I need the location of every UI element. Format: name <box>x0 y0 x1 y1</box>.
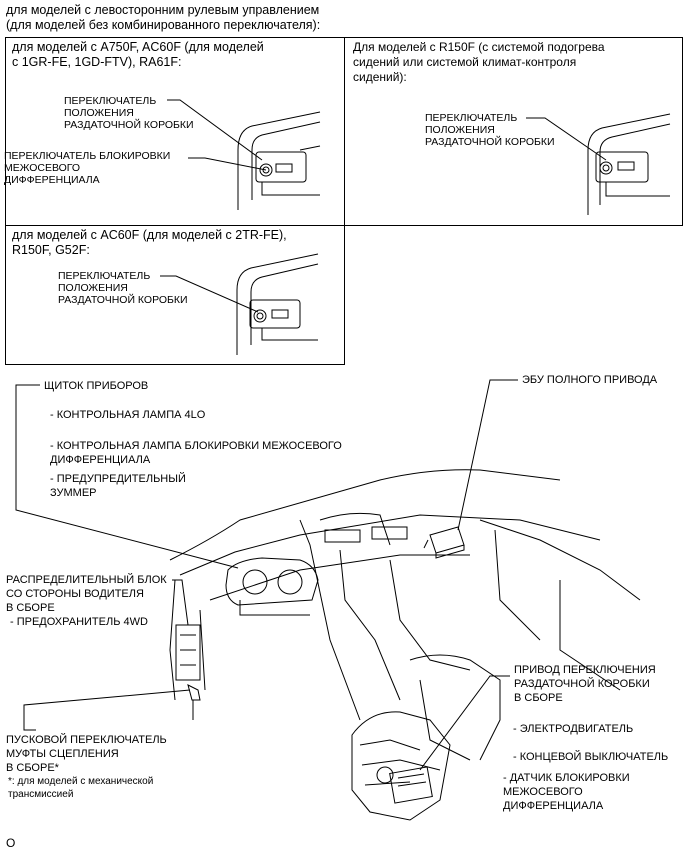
motor-label: - ЭЛЕКТРОДВИГАТЕЛЬ <box>513 723 634 735</box>
panel-b-box <box>344 37 683 226</box>
4wd-fuse-label: - ПРЕДОХРАНИТЕЛЬ 4WD <box>10 616 148 628</box>
panel-a-title: для моделей с A750F, AC60F (для моделей … <box>12 40 264 69</box>
corner-mark: O <box>6 836 16 850</box>
center-diff-lock-sensor-label: - ДАТЧИК БЛОКИРОВКИ МЕЖОСЕВОГО ДИФФЕРЕНЦ… <box>503 772 630 812</box>
clutch-start-switch-label: ПУСКОВОЙ ПЕРЕКЛЮЧАТЕЛЬ МУФТЫ СЦЕПЛЕНИЯ В… <box>6 734 167 774</box>
driver-side-junction-block-label: РАСПРЕДЕЛИТЕЛЬНЫЙ БЛОК СО СТОРОНЫ ВОДИТЕ… <box>6 574 167 614</box>
panel-a-center-diff-lock-switch-label: ПЕРЕКЛЮЧАТЕЛЬ БЛОКИРОВКИ МЕЖОСЕВОГО ДИФФ… <box>4 150 171 186</box>
panel-c-console <box>236 253 319 355</box>
header-line-2: (для моделей без комбинированного перекл… <box>6 18 321 32</box>
4wd-ecu-label: ЭБУ ПОЛНОГО ПРИВОДА <box>522 374 658 386</box>
instrument-panel-label: ЩИТОК ПРИБОРОВ <box>44 380 149 392</box>
panel-a-transfer-position-switch-label: ПЕРЕКЛЮЧАТЕЛЬ ПОЛОЖЕНИЯ РАЗДАТОЧНОЙ КОРО… <box>64 95 194 131</box>
lamp-diff-lock-label: - КОНТРОЛЬНАЯ ЛАМПА БЛОКИРОВКИ МЕЖОСЕВОГ… <box>50 440 342 466</box>
warning-buzzer-label: - ПРЕДУПРЕДИТЕЛЬНЫЙ ЗУММЕР <box>50 473 186 499</box>
lamp-4lo-label: - КОНТРОЛЬНАЯ ЛАМПА 4LO <box>50 409 206 421</box>
transfer-shift-actuator-label: ПРИВОД ПЕРЕКЛЮЧЕНИЯ РАЗДАТОЧНОЙ КОРОБКИ … <box>514 664 656 704</box>
panel-c-title: для моделей с AC60F (для моделей с 2TR-F… <box>12 228 287 257</box>
panel-b-title: Для моделей с R150F (с системой подогрев… <box>353 40 605 84</box>
panel-a-console <box>237 111 321 210</box>
leader-lines <box>15 99 607 771</box>
panel-b-console <box>587 113 671 215</box>
dashboard-drawing <box>169 469 641 821</box>
panel-c-box <box>5 225 345 365</box>
panel-b-transfer-position-switch-label: ПЕРЕКЛЮЧАТЕЛЬ ПОЛОЖЕНИЯ РАЗДАТОЧНОЙ КОРО… <box>425 112 555 148</box>
panel-c-transfer-position-switch-label: ПЕРЕКЛЮЧАТЕЛЬ ПОЛОЖЕНИЯ РАЗДАТОЧНОЙ КОРО… <box>58 270 188 306</box>
header-line-1: для моделей с левосторонним рулевым упра… <box>6 3 320 17</box>
limit-switch-label: - КОНЦЕВОЙ ВЫКЛЮЧАТЕЛЬ <box>513 751 669 763</box>
footnote: *: для моделей с механической трансмисси… <box>8 776 154 800</box>
